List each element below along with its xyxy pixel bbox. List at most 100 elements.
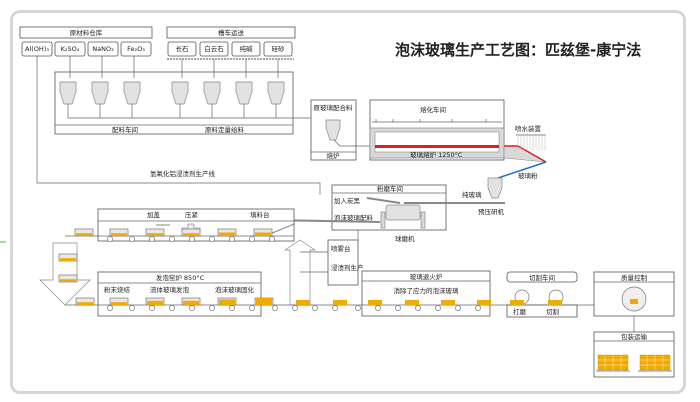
roller bbox=[435, 305, 441, 311]
cutting-workshop: 切割车间 打磨 切割 bbox=[506, 271, 578, 318]
packaging: 包装运输 bbox=[593, 331, 675, 378]
foam-block bbox=[477, 300, 491, 305]
roller bbox=[189, 305, 195, 311]
batch-mix-station: 原玻璃配合料 熔炉 bbox=[310, 99, 372, 161]
pure-glass-label: 纯玻璃 bbox=[462, 190, 482, 199]
roller bbox=[375, 305, 381, 311]
roller bbox=[249, 305, 255, 311]
packaging-label: 包装运输 bbox=[621, 332, 648, 341]
cut-label: 切割 bbox=[546, 307, 560, 316]
cutting-label: 切割车间 bbox=[529, 273, 555, 282]
impregnation-line-label: 氢氧化铝浸渍剂生产线 bbox=[150, 169, 216, 178]
foam-block bbox=[441, 300, 455, 305]
batching-area: 配料车间 原料定量给料 氢氧化铝浸渍剂生产线 bbox=[36, 56, 330, 195]
glass-powder-label: 玻璃粉 bbox=[518, 171, 538, 180]
ball-mill-label: 球磨机 bbox=[395, 234, 415, 243]
foaming-label: 发泡窑炉 850°C bbox=[156, 273, 205, 282]
quality-label: 质量控制 bbox=[621, 273, 648, 282]
foaming-stage: 粉末烧结 bbox=[104, 285, 131, 294]
conveyor-rollers bbox=[107, 236, 481, 311]
down-arrow bbox=[39, 242, 91, 306]
spray-label: 喷水装置 bbox=[515, 124, 542, 133]
fill-label: 填料台 bbox=[250, 210, 270, 219]
grinding-workshop: 粉磨车间 加入炭黑 泡沫玻璃配料 球磨机 纯玻璃 预压研机 bbox=[269, 177, 505, 243]
roller bbox=[415, 305, 421, 311]
spray-table-label: 喷雾台 bbox=[331, 244, 351, 253]
truck-delivery: 槽车运送 长石 白云石 纯碱 硅砂 bbox=[166, 26, 296, 60]
raw-item: Fe₂O₃ bbox=[127, 45, 145, 53]
foaming-stage: 流体玻璃发泡 bbox=[150, 285, 190, 294]
hoppers bbox=[59, 81, 285, 105]
press-label: 压紧 bbox=[185, 210, 199, 219]
annealing-label: 玻璃退火炉 bbox=[410, 272, 443, 281]
spray-station: 喷雾台 浸渍剂生产 bbox=[283, 230, 364, 306]
roller bbox=[149, 305, 155, 311]
roller bbox=[395, 305, 401, 311]
roller bbox=[169, 236, 175, 242]
truck-header bbox=[166, 26, 296, 39]
foam-block bbox=[296, 300, 310, 305]
roller bbox=[229, 236, 235, 242]
truck-item: 纯碱 bbox=[240, 44, 254, 53]
roller bbox=[332, 305, 338, 311]
truck-item: 硅砂 bbox=[272, 44, 286, 53]
diagram-title: 泡沫玻璃生产工艺图：匹兹堡-康宁法 bbox=[395, 41, 641, 59]
raw-item: Al(OH)₃ bbox=[25, 45, 49, 53]
mix-label: 泡沫玻璃配料 bbox=[334, 213, 374, 222]
spray-device bbox=[516, 134, 546, 150]
roller bbox=[249, 236, 255, 242]
molten-glass bbox=[375, 145, 499, 148]
furnace-temp-label: 玻璃熔炉 1250°C bbox=[410, 150, 463, 159]
truck-label: 槽车运送 bbox=[218, 28, 245, 37]
roller bbox=[272, 305, 278, 311]
furnace-label: 熔炉 bbox=[327, 151, 341, 160]
roller bbox=[455, 305, 461, 311]
roller bbox=[312, 305, 318, 311]
raw-storage-label: 原材料仓库 bbox=[70, 28, 103, 37]
raw-storage: 原材料仓库 Al(OH)₃ K₂SO₄ NaNO₃ Fe₂O₃ bbox=[19, 26, 153, 57]
raw-storage-header bbox=[19, 26, 153, 39]
roller bbox=[269, 236, 275, 242]
pallet-stack bbox=[638, 354, 672, 372]
foaming-kiln: 发泡窑炉 850°C 粉末烧结 流体玻璃发泡 泡沫玻璃固化 bbox=[97, 271, 262, 317]
quality-control: 质量控制 bbox=[593, 271, 675, 332]
truck-item: 长石 bbox=[176, 44, 190, 53]
roller bbox=[107, 305, 113, 311]
roller bbox=[209, 305, 215, 311]
melting-label: 熔化车间 bbox=[420, 105, 446, 114]
foam-block bbox=[405, 300, 419, 305]
roller bbox=[189, 236, 195, 242]
grind-label: 打磨 bbox=[513, 307, 527, 316]
pallet-stack bbox=[596, 354, 630, 372]
melting-workshop: 熔化车间 玻璃熔炉 1250°C 喷水装置 玻璃粉 bbox=[369, 99, 547, 180]
roller bbox=[129, 305, 135, 311]
foam-block bbox=[333, 300, 347, 305]
roller bbox=[355, 305, 361, 311]
annealing-furnace: 玻璃退火炉 消除了应力的泡沫玻璃 bbox=[361, 270, 491, 317]
foam-block bbox=[368, 300, 382, 305]
foam-block bbox=[510, 300, 524, 305]
roller bbox=[292, 305, 298, 311]
annealing-desc: 消除了应力的泡沫玻璃 bbox=[394, 286, 460, 295]
roller bbox=[475, 305, 481, 311]
raw-item: NaNO₃ bbox=[92, 45, 114, 53]
batch-mix-label: 原玻璃配合料 bbox=[314, 103, 354, 112]
roller bbox=[229, 305, 235, 311]
heat-label: 加盖 bbox=[147, 210, 161, 219]
roller bbox=[149, 236, 155, 242]
batching-right-label: 原料定量给料 bbox=[205, 125, 245, 134]
agent-label: 浸渍剂生产 bbox=[331, 263, 364, 272]
roller bbox=[107, 236, 113, 242]
foam-block bbox=[548, 300, 562, 305]
carbon-label: 加入炭黑 bbox=[334, 196, 361, 205]
foaming-stage: 泡沫玻璃固化 bbox=[215, 285, 255, 294]
roller bbox=[169, 305, 175, 311]
mould-trays bbox=[58, 228, 562, 306]
truck-item: 白云石 bbox=[204, 44, 224, 53]
roller bbox=[129, 236, 135, 242]
ball-mill bbox=[385, 204, 421, 221]
press-mill-label: 预压研机 bbox=[478, 207, 505, 216]
roller bbox=[209, 236, 215, 242]
grinding-label: 粉磨车间 bbox=[377, 184, 403, 193]
